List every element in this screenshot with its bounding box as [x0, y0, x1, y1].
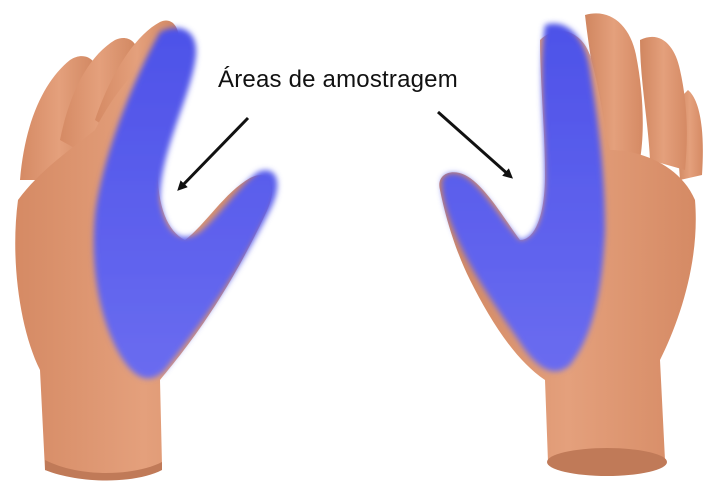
arrow-icon-right	[438, 112, 510, 176]
sampling-areas-label: Áreas de amostragem	[218, 66, 458, 94]
arrow-icon-left	[180, 118, 248, 188]
right-hand-wrist	[547, 448, 667, 476]
right-hand-sampling-area	[442, 23, 605, 371]
right-hand-illustration	[439, 13, 703, 476]
right-hand-finger-mid2	[640, 37, 687, 170]
